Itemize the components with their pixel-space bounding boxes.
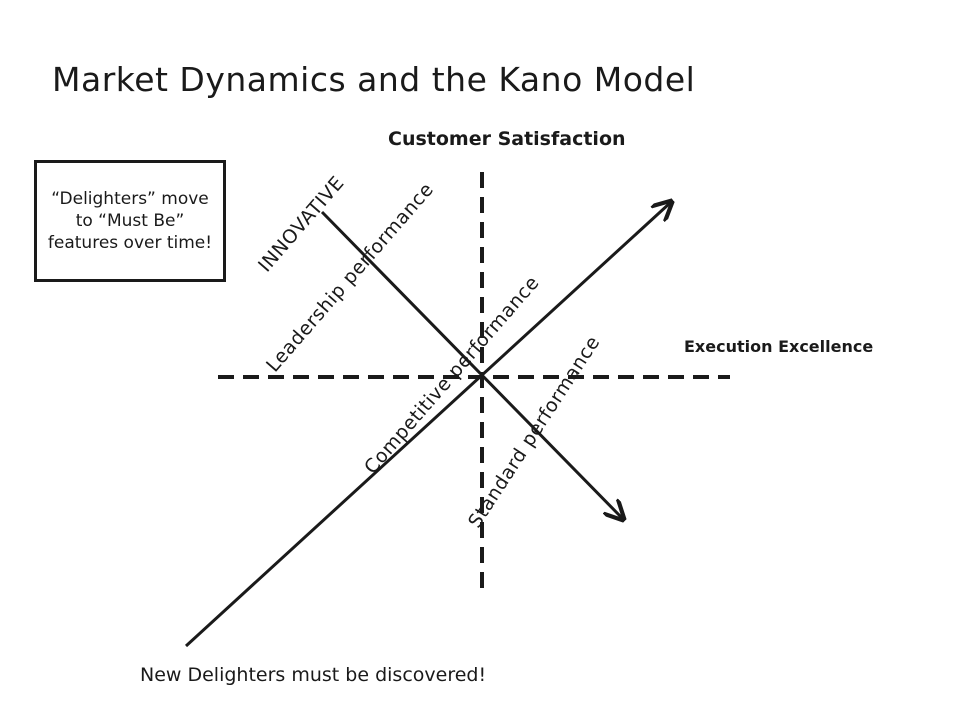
note-box: “Delighters” move to “Must Be” features … xyxy=(34,160,226,282)
footer-text: New Delighters must be discovered! xyxy=(140,664,487,686)
x-axis-label: Execution Excellence xyxy=(684,337,874,356)
rising-diagonal-arrow xyxy=(184,203,670,648)
note-text: “Delighters” move to “Must Be” features … xyxy=(47,189,213,253)
y-axis-label: Customer Satisfaction xyxy=(388,128,626,150)
falling-diagonal-arrow xyxy=(320,210,622,518)
page-title: Market Dynamics and the Kano Model xyxy=(52,60,696,99)
